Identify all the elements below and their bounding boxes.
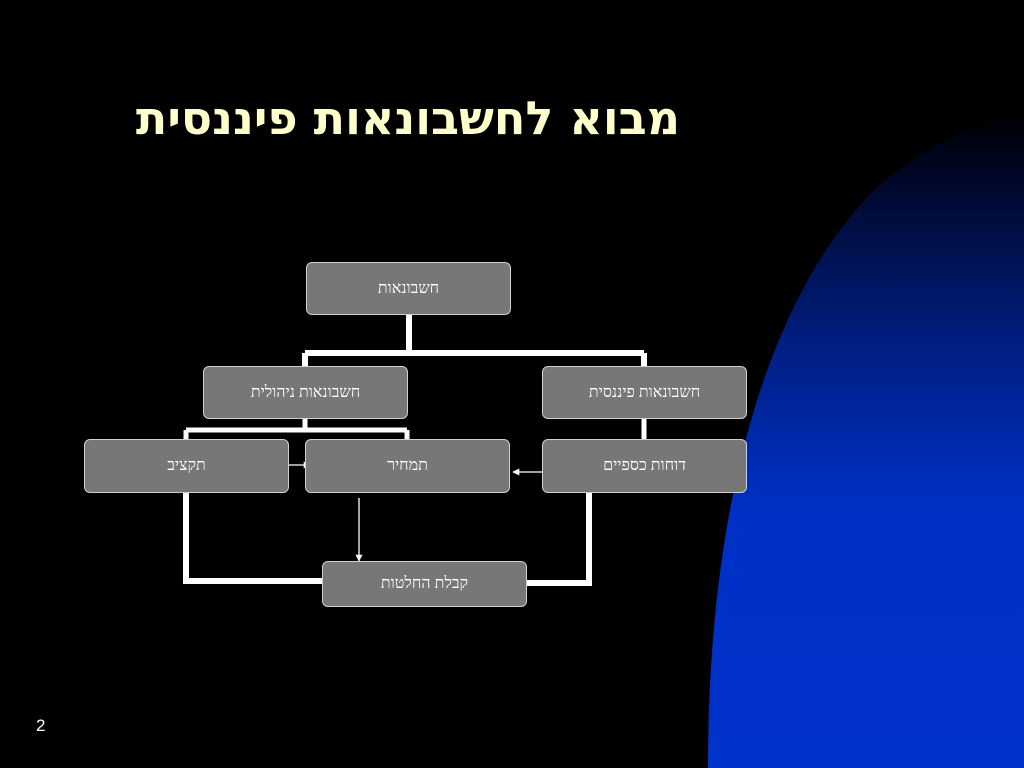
node-financial-statements: דוחות כספיים [542, 439, 747, 493]
slide-title: מבוא לחשבונאות פיננסית [135, 91, 680, 145]
connector-root-to-branches [302, 315, 647, 368]
node-accounting: חשבונאות [306, 262, 511, 315]
node-decision-making: קבלת החלטות [322, 561, 527, 607]
node-financial-accounting: חשבונאות פיננסית [542, 366, 747, 419]
connector-managerial-to-children [183, 419, 410, 440]
connector-budget-to-decisions [183, 493, 323, 584]
node-managerial-accounting: חשבונאות ניהולית [203, 366, 408, 419]
node-pricing: תמחיר [305, 439, 510, 493]
node-budget: תקציב [84, 439, 289, 493]
connector-statements-to-decisions [526, 487, 592, 586]
page-number: 2 [36, 716, 46, 735]
